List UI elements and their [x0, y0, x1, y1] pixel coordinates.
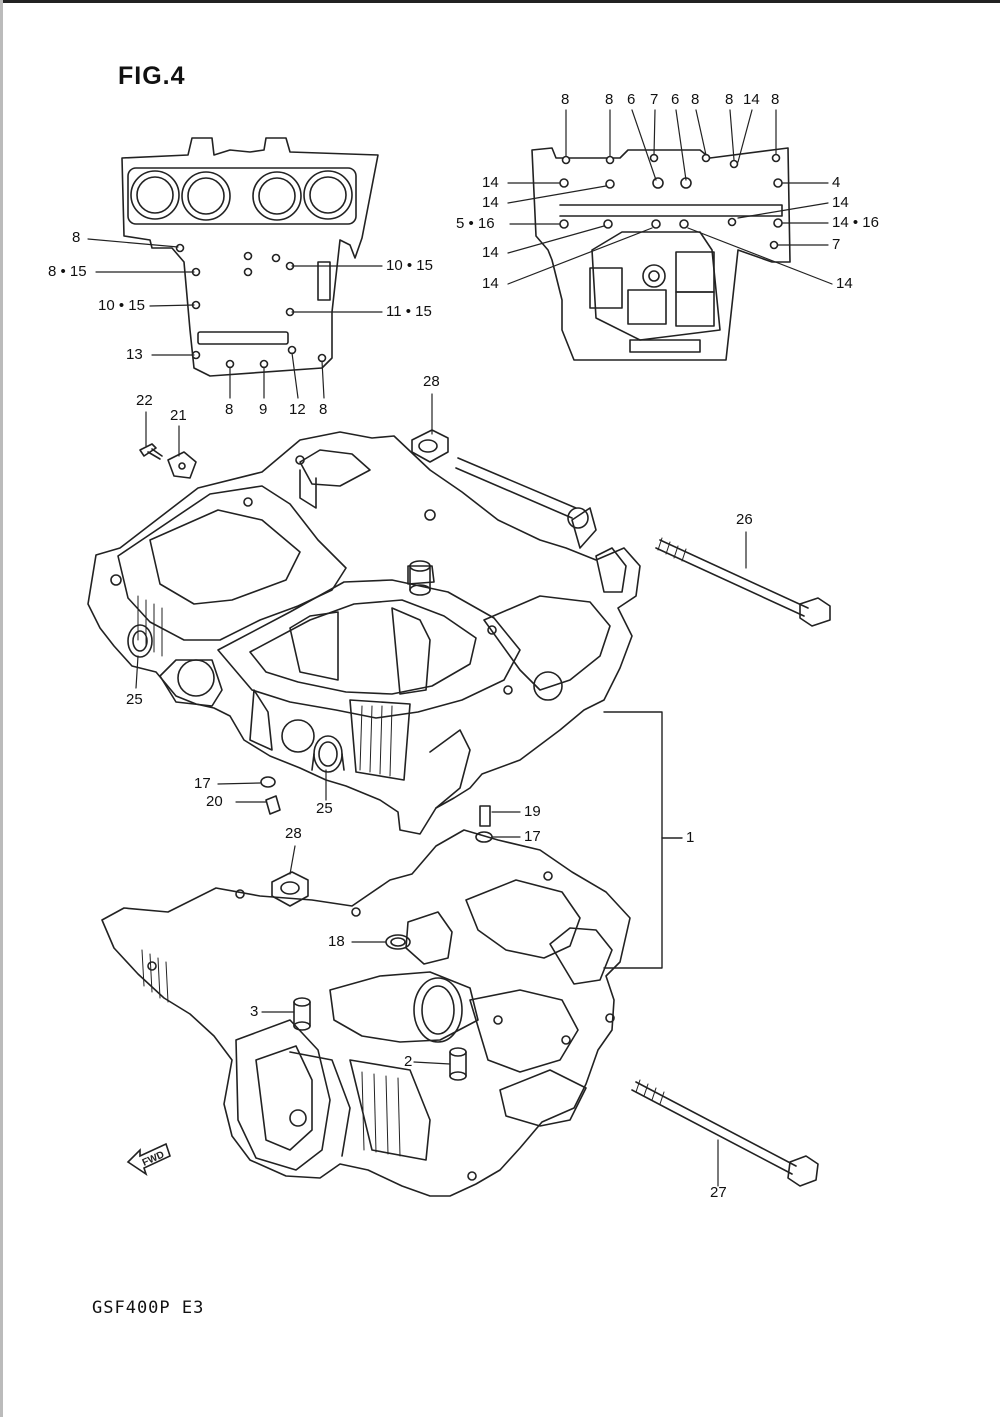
dowel-pin-3 [293, 997, 311, 1031]
rp-label: 5 • 16 [456, 215, 495, 232]
part-label-25-left: 25 [126, 691, 143, 708]
oil-seal-25-right [311, 735, 345, 773]
rp-label: 8 [561, 91, 570, 108]
lp-label: 12 [289, 401, 306, 418]
rp-label: 14 [482, 194, 499, 211]
lp-label: 13 [126, 346, 143, 363]
fwd-label: FWD [141, 1149, 166, 1168]
rp-label: 14 [836, 275, 853, 292]
part-label-2: 2 [404, 1053, 413, 1070]
part-label-17-upper: 17 [194, 775, 211, 792]
jet-20 [265, 795, 281, 815]
upper-case-top-view [87, 137, 383, 399]
rp-label: 8 [725, 91, 734, 108]
figure-title: FIG.4 [118, 62, 186, 90]
lp-label: 8 • 15 [48, 263, 87, 280]
rp-label: 8 [691, 91, 700, 108]
lower-case-bottom-view [507, 109, 833, 361]
clamp-21 [167, 451, 197, 479]
part-label-19: 19 [524, 803, 541, 820]
part-label-21: 21 [170, 407, 187, 424]
rp-label: 14 [482, 244, 499, 261]
part-label-18: 18 [328, 933, 345, 950]
lower-crankcase [101, 829, 631, 1197]
lp-label: 11 • 15 [386, 303, 432, 320]
part-label-25-right: 25 [316, 800, 333, 817]
lp-label: 10 • 15 [98, 297, 145, 314]
rp-label: 6 [627, 91, 636, 108]
rp-label: 14 [743, 91, 760, 108]
dowel-pin-upper [409, 560, 431, 596]
washer-17-upper [260, 776, 276, 788]
part-label-22: 22 [136, 392, 153, 409]
page-top-border [0, 0, 1000, 3]
bolt-22 [139, 443, 163, 460]
oil-seal-25-left [127, 624, 153, 658]
bolt-27 [631, 1079, 819, 1187]
lp-label: 8 [225, 401, 234, 418]
upper-crankcase [87, 431, 641, 835]
rp-label: 14 [482, 174, 499, 191]
crankcase-set-bracket [603, 711, 663, 969]
dowel-pin-2 [449, 1047, 467, 1081]
part-label-28-lower: 28 [285, 825, 302, 842]
lp-label: 9 [259, 401, 268, 418]
rp-label: 4 [832, 174, 841, 191]
rp-label: 8 [605, 91, 614, 108]
part-label-1: 1 [686, 829, 695, 846]
lp-label: 8 [72, 229, 81, 246]
part-label-17-lower: 17 [524, 828, 541, 845]
fwd-arrow: FWD [126, 1142, 171, 1176]
lp-label: 8 [319, 401, 328, 418]
cap-nut-28-lower [271, 871, 309, 907]
page-left-border [0, 0, 3, 1417]
rp-label: 7 [832, 236, 841, 253]
through-rod [455, 457, 577, 519]
rp-label: 6 [671, 91, 680, 108]
rp-label: 14 [832, 194, 849, 211]
jet-19 [479, 805, 491, 827]
lp-label: 10 • 15 [386, 257, 433, 274]
part-label-28-upper: 28 [423, 373, 440, 390]
part-label-27: 27 [710, 1184, 727, 1201]
part-label-26: 26 [736, 511, 753, 528]
bolt-26 [655, 537, 831, 627]
rp-label: 14 • 16 [832, 214, 879, 231]
rp-label: 7 [650, 91, 659, 108]
rp-label: 14 [482, 275, 499, 292]
rp-label: 8 [771, 91, 780, 108]
part-label-20: 20 [206, 793, 223, 810]
part-label-3: 3 [250, 1003, 259, 1020]
model-code: GSF400P E3 [92, 1298, 205, 1318]
